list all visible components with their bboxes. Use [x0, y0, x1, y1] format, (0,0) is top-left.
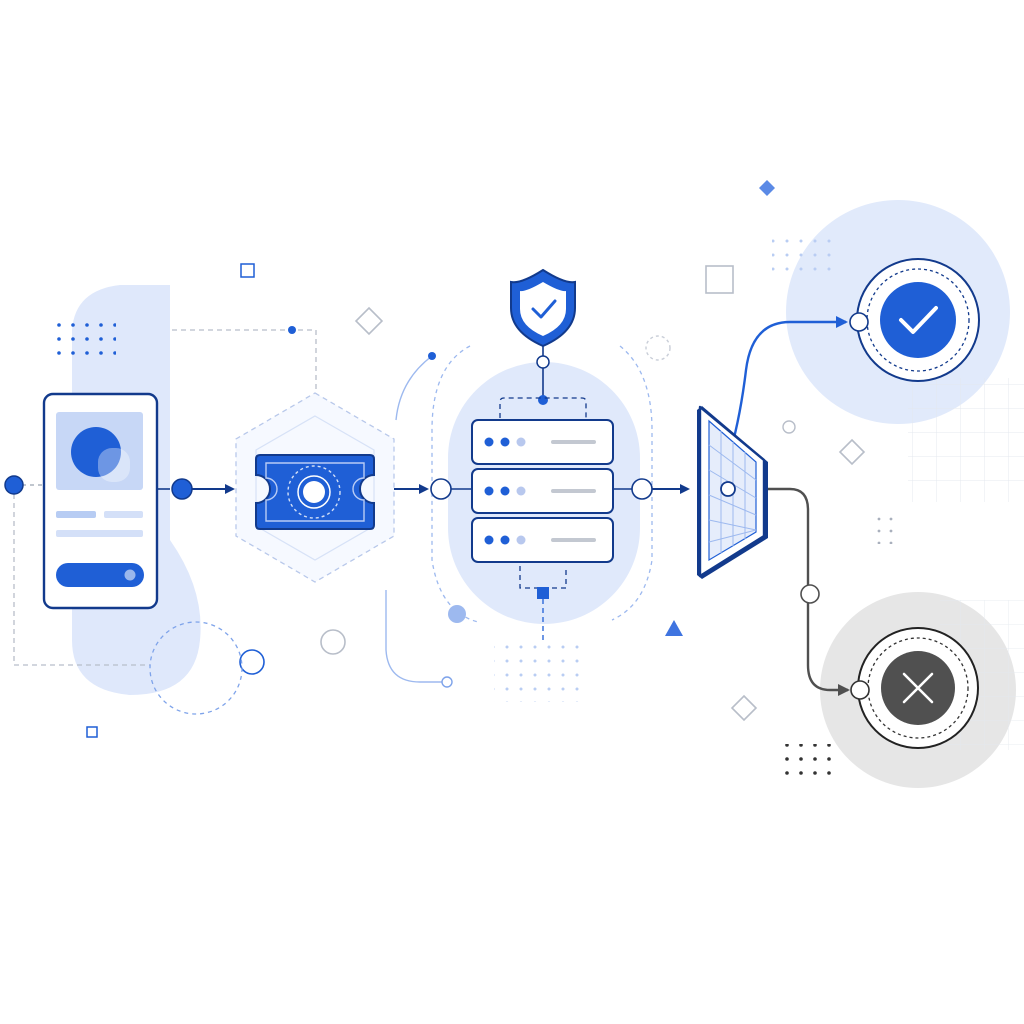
server-input-node: [430, 478, 452, 500]
firewall-grid-icon: [697, 405, 768, 579]
ticket-hexagon-inner: [255, 415, 375, 561]
circle-dashed-gray: [645, 335, 671, 361]
server-output-node: [631, 478, 653, 500]
phone-text-line-3: [56, 530, 143, 537]
phone-text-line-1: [56, 511, 96, 518]
grid-panel-right: [908, 378, 1024, 502]
rejected-input-node: [850, 680, 870, 700]
server-dashed-arc-left: [431, 345, 479, 623]
dashed-circle-bottom: [149, 621, 243, 715]
dot-grid-bottom-right: [782, 744, 840, 784]
check-circle-icon: [880, 282, 956, 358]
phone-output-node: [171, 478, 193, 500]
reject-path-node: [800, 584, 820, 604]
dot-grid-bottom-center: [494, 636, 586, 702]
arc-top: [395, 355, 433, 421]
diamond-outline-left: [354, 306, 384, 336]
server-unit-3: [471, 517, 614, 563]
approved-outcome: [849, 258, 980, 382]
dashed-connector-left: [13, 485, 150, 666]
dot-grid-top-right: [772, 234, 838, 274]
diamond-outline-bottom: [730, 694, 758, 722]
square-outline-blue: [240, 263, 255, 278]
diamond-filled-blue: [759, 180, 775, 196]
server-unit-1: [471, 419, 614, 465]
ticket-icon: [255, 454, 375, 530]
circle-outline-gray: [320, 629, 346, 655]
shield-check-icon: [510, 268, 576, 348]
diamond-outline-right: [838, 438, 866, 466]
server-bottom-node: [537, 587, 549, 599]
server-stack: [471, 419, 614, 563]
server-dashed-arc-right: [611, 345, 653, 621]
circle-outline-tiny: [782, 420, 796, 434]
circle-outline-blue: [239, 649, 265, 675]
entry-node: [4, 475, 24, 495]
phone-action-button[interactable]: [56, 563, 144, 587]
approved-input-node: [849, 312, 869, 332]
rejected-outcome: [850, 627, 979, 749]
dot-grid-gray: [874, 512, 900, 544]
flow-connectors: [4, 316, 850, 696]
dashed-connector-top: [172, 329, 317, 400]
security-shield: [510, 268, 576, 348]
server-unit-2: [471, 468, 614, 514]
dot-grid-left: [54, 316, 116, 358]
approved-dashed-ring: [866, 268, 970, 372]
triangle-filled-blue: [665, 620, 683, 636]
square-outline-small: [86, 726, 98, 738]
mobile-app-icon: [71, 427, 130, 482]
server-rack-icon: [471, 419, 614, 563]
square-outline-gray: [705, 265, 734, 294]
client-device: [42, 392, 159, 610]
arc-bottom: [385, 590, 446, 683]
x-circle-icon: [881, 651, 955, 725]
circle-filled-light: [448, 605, 466, 623]
filter-gateway: [697, 405, 768, 579]
access-ticket: [235, 392, 395, 583]
phone-text-line-2: [104, 511, 143, 518]
